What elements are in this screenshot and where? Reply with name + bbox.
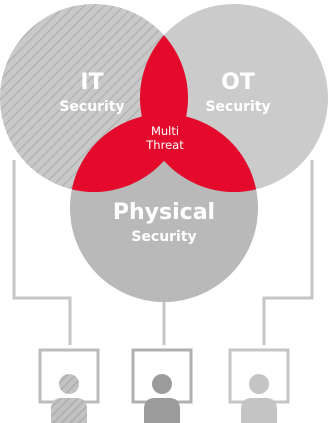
ot-label: OT Security — [198, 70, 278, 115]
it-label: IT Security — [52, 70, 132, 115]
multi-threat-line2: Threat — [146, 137, 184, 152]
it-subtitle: Security — [59, 99, 125, 115]
user-icon-ot — [228, 348, 290, 423]
user-icon-physical — [131, 348, 193, 423]
physical-subtitle: Security — [131, 229, 197, 245]
user-icon-it — [38, 348, 100, 423]
ot-subtitle: Security — [205, 99, 271, 115]
connector-ot — [262, 160, 314, 345]
connector-it — [12, 160, 72, 345]
ot-title: OT — [221, 70, 255, 95]
physical-label: Physical Security — [104, 200, 224, 245]
physical-title: Physical — [112, 200, 216, 225]
it-title: IT — [80, 70, 104, 95]
multi-threat-line1: Multi — [150, 124, 180, 138]
multi-threat-label: Multi Threat — [130, 124, 200, 153]
